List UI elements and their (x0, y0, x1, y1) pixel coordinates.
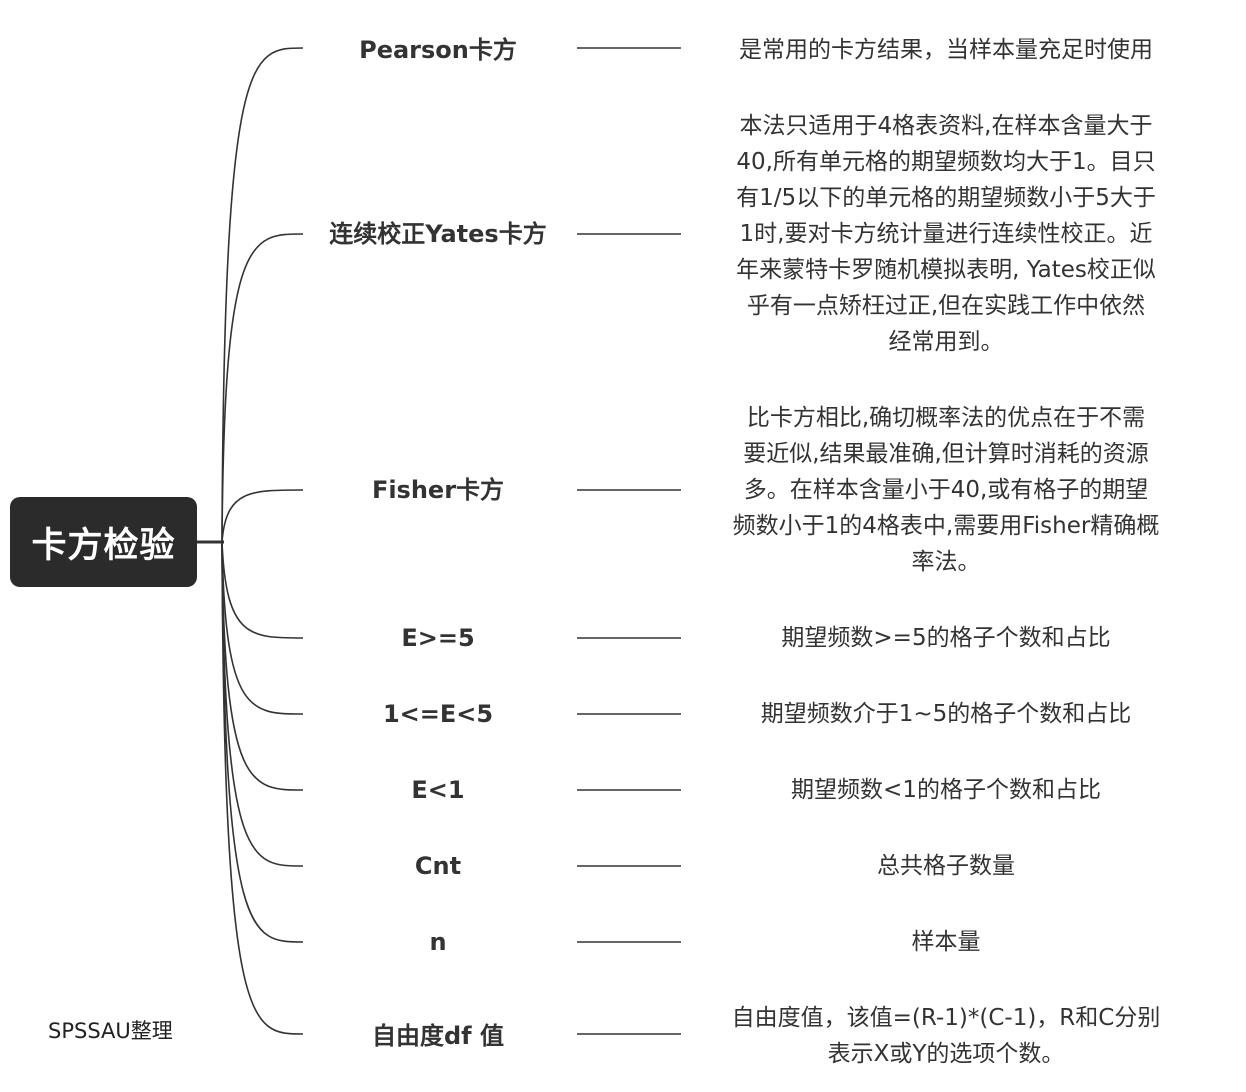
branch-label-e-lt-1: E<1 (411, 776, 465, 804)
branch-description-fisher-line: 比卡方相比,确切概率法的优点在于不需 (746, 405, 1146, 431)
root-node: 卡方检验 (10, 497, 197, 587)
branch-label-n: n (429, 928, 447, 956)
branch-description-pearson: 是常用的卡方结果，当样本量充足时使用 (739, 37, 1153, 63)
branch-curve-e-lt-1 (221, 541, 304, 791)
branch-description-yates-line: 有1/5以下的单元格的期望频数小于5大于 (736, 185, 1156, 211)
branch-label-yates: 连续校正Yates卡方 (329, 220, 547, 248)
branch-curve-e-1-5 (221, 541, 304, 715)
branch-label-fisher: Fisher卡方 (371, 476, 505, 504)
branch-description-cnt: 总共格子数量 (877, 853, 1015, 879)
branch-description-e-lt-1: 期望频数<1的格子个数和占比 (791, 777, 1101, 803)
branch-description-yates-line: 年来蒙特卡罗随机模拟表明, Yates校正似 (736, 257, 1156, 283)
branch-curve-fisher (221, 489, 304, 543)
branch-description-df-line: 表示X或Y的选项个数。 (827, 1041, 1065, 1067)
branch-label-e-ge-5: E>=5 (401, 624, 475, 652)
branch-curve-n (221, 541, 304, 943)
branch-description-e-ge-5: 期望频数>=5的格子个数和占比 (781, 625, 1111, 651)
branch-description-n: 样本量 (911, 929, 981, 955)
footer-credit: SPSSAU整理 (48, 1019, 173, 1043)
branch-label-e-1-5: 1<=E<5 (382, 700, 494, 728)
branch-description-df-line: 自由度值，该值=(R-1)*(C-1)，R和C分别 (731, 1005, 1161, 1031)
branch-label-df: 自由度df 值 (372, 1022, 504, 1050)
branch-curve-e-ge-5 (221, 541, 304, 639)
branch-curve-yates (221, 233, 304, 543)
branch-description-yates-line: 经常用到。 (888, 329, 1004, 355)
branch-description-yates-line: 本法只适用于4格表资料,在样本含量大于 (739, 113, 1153, 139)
branch-description-yates-line: 40,所有单元格的期望频数均大于1。目只 (736, 149, 1156, 175)
branch-description-yates-line: 1时,要对卡方统计量进行连续性校正。近 (739, 221, 1153, 247)
branch-description-fisher-line: 多。在样本含量小于40,或有格子的期望 (743, 477, 1149, 503)
branch-description-fisher-line: 率法。 (911, 549, 981, 575)
branch-curve-df (221, 541, 304, 1035)
branch-label-cnt: Cnt (414, 852, 462, 880)
branch-description-yates-line: 乎有一点矫枉过正,但在实践工作中依然 (746, 293, 1146, 319)
branch-curve-cnt (221, 541, 304, 867)
branch-description-e-1-5: 期望频数介于1~5的格子个数和占比 (760, 701, 1132, 727)
root-label: 卡方检验 (31, 525, 176, 566)
branch-description-fisher-line: 要近似,结果最准确,但计算时消耗的资源 (743, 441, 1149, 467)
branch-curve-pearson (221, 47, 304, 543)
branch-label-pearson: Pearson卡方 (359, 36, 517, 64)
branch-description-fisher-line: 频数小于1的4格表中,需要用Fisher精确概 (732, 513, 1160, 539)
